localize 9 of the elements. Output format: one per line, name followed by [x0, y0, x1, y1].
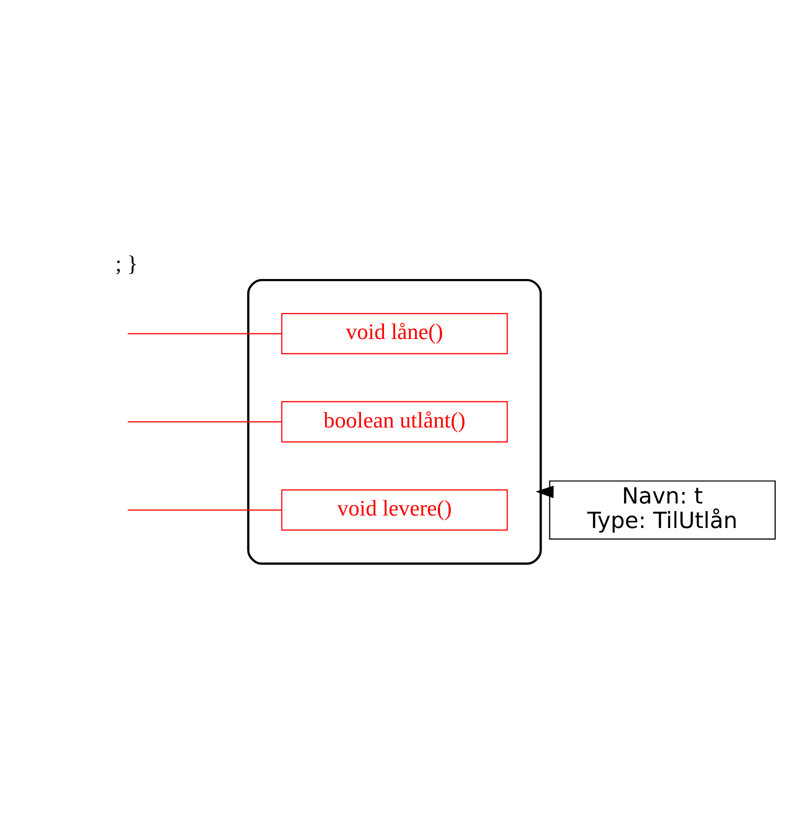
connector: [127, 421, 282, 422]
connector: [127, 333, 282, 334]
node-box: void levere(): [280, 489, 508, 531]
node-box: boolean utlånt(): [280, 401, 508, 442]
connector: [127, 509, 282, 511]
node-box: void låne(): [280, 313, 508, 354]
arrow: [535, 486, 554, 498]
cluster: [246, 278, 542, 565]
label: ; }: [114, 251, 138, 276]
